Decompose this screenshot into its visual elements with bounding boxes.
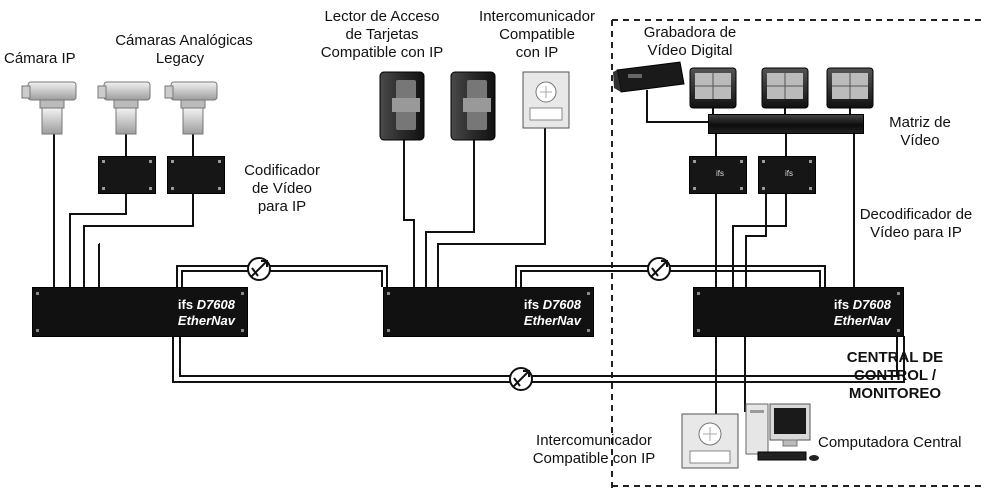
network-link-icon bbox=[247, 257, 271, 281]
computer-icon bbox=[745, 403, 819, 461]
unit-model: D7608 bbox=[852, 297, 891, 312]
computer-label: Computadora Central bbox=[818, 434, 962, 451]
network-link-icon bbox=[509, 367, 533, 391]
analog-cameras-label-line1: Cámaras Analógicas bbox=[115, 32, 253, 49]
network-ring bbox=[172, 265, 905, 383]
unit-brand: ifs bbox=[523, 297, 540, 312]
intercom-bottom-label-line2: Compatible con IP bbox=[532, 450, 656, 467]
video-encoder bbox=[167, 156, 225, 194]
control-center-boundary bbox=[611, 19, 986, 489]
encoder-label-line1: Codificador bbox=[244, 162, 320, 179]
analog-cameras-label-line2: Legacy bbox=[155, 50, 205, 67]
dvr-icon bbox=[613, 61, 685, 93]
decoder-label: Decodificador de Vídeo para IP bbox=[846, 206, 986, 242]
video-matrix bbox=[708, 114, 864, 134]
connection-lines bbox=[53, 90, 855, 416]
intercom-top-label-line2: Compatible bbox=[499, 26, 575, 43]
intercom-bottom-label-line1: Intercomunicador bbox=[536, 432, 652, 449]
decoder-brand: ifs bbox=[785, 169, 793, 178]
unit-name: EtherNav bbox=[523, 313, 581, 328]
network-link-icon bbox=[647, 257, 671, 281]
unit-name: EtherNav bbox=[177, 313, 235, 328]
card-reader-label-line2: de Tarjetas bbox=[345, 26, 419, 43]
intercom-top-label-line1: Intercomunicador bbox=[479, 8, 595, 25]
unit-name: EtherNav bbox=[833, 313, 891, 328]
intercom-bottom-icon bbox=[681, 413, 739, 469]
encoder-label-line2: de Vídeo bbox=[251, 180, 313, 197]
video-decoder: ifs bbox=[689, 156, 747, 194]
intercom-bottom-label: Intercomunicador Compatible con IP bbox=[514, 432, 674, 468]
decoder-label-line1: Decodificador de bbox=[859, 206, 973, 223]
analog-cameras-label: Cámaras Analógicas Legacy bbox=[104, 32, 264, 68]
card-reader-icon bbox=[379, 71, 425, 141]
analog-camera-icon bbox=[164, 81, 218, 135]
encoder-label-line3: para IP bbox=[257, 198, 307, 215]
unit-brand: ifs bbox=[177, 297, 194, 312]
card-reader-label-line3: Compatible con IP bbox=[320, 44, 444, 61]
monitor-icon bbox=[826, 67, 874, 109]
video-encoder bbox=[98, 156, 156, 194]
ethernav-unit-middle: ifs D7608 EtherNav bbox=[383, 287, 594, 337]
dvr-label: Grabadora de Vídeo Digital bbox=[620, 24, 760, 60]
central-control-label-line3: MONITOREO bbox=[848, 385, 942, 402]
monitor-icon bbox=[689, 67, 737, 109]
matrix-label: Matriz de Vídeo bbox=[872, 114, 968, 150]
analog-camera-icon bbox=[97, 81, 151, 135]
ethernav-unit-left: ifs D7608 EtherNav bbox=[32, 287, 248, 337]
card-reader-label: Lector de Acceso de Tarjetas Compatible … bbox=[302, 8, 462, 62]
ethernav-unit-right: ifs D7608 EtherNav bbox=[693, 287, 904, 337]
matrix-label-line1: Matriz de bbox=[889, 114, 951, 131]
unit-brand: ifs bbox=[833, 297, 850, 312]
card-reader-icon bbox=[450, 71, 496, 141]
unit-model: D7608 bbox=[196, 297, 235, 312]
intercom-icon bbox=[522, 71, 570, 129]
video-decoder: ifs bbox=[758, 156, 816, 194]
monitor-icon bbox=[761, 67, 809, 109]
encoder-label: Codificador de Vídeo para IP bbox=[226, 162, 338, 216]
central-control-label-line1: CENTRAL DE bbox=[846, 349, 944, 366]
ip-camera-icon bbox=[21, 81, 77, 135]
central-control-label-line2: CONTROL / bbox=[853, 367, 937, 384]
card-reader-label-line1: Lector de Acceso bbox=[324, 8, 440, 25]
intercom-top-label: Intercomunicador Compatible con IP bbox=[462, 8, 612, 62]
matrix-label-line2: Vídeo bbox=[900, 132, 940, 149]
dvr-label-line2: Vídeo Digital bbox=[647, 42, 733, 59]
decoder-label-line2: Vídeo para IP bbox=[870, 224, 962, 241]
central-control-label: CENTRAL DE CONTROL / MONITOREO bbox=[830, 349, 960, 403]
unit-model: D7608 bbox=[542, 297, 581, 312]
intercom-top-label-line3: con IP bbox=[515, 44, 559, 61]
dvr-label-line1: Grabadora de bbox=[643, 24, 737, 41]
decoder-brand: ifs bbox=[716, 169, 724, 178]
ip-camera-label: Cámara IP bbox=[4, 50, 76, 67]
